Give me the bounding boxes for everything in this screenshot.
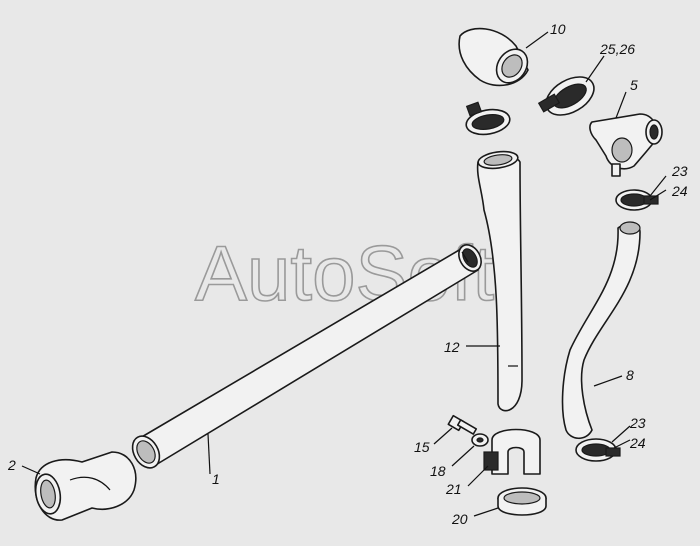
part-10-elbow <box>458 27 529 87</box>
part-21-bracket <box>483 428 541 475</box>
part-1-long-pipe <box>131 244 482 469</box>
callout-1: 1 <box>212 471 220 487</box>
callout-2: 2 <box>7 457 16 473</box>
part-5-tee-fitting <box>589 113 663 177</box>
part-18-washer <box>471 433 489 447</box>
leader-lines <box>21 31 667 517</box>
part-12-tube <box>476 150 523 412</box>
part-20-ring <box>497 487 547 516</box>
callout-23-lower: 23 <box>629 415 646 431</box>
callout-labels: 10 25,26 5 23 24 12 8 23 24 1 2 15 18 21… <box>7 21 688 527</box>
part-15-bolt <box>447 414 478 435</box>
callout-20: 20 <box>451 511 468 527</box>
clamp-upper <box>465 101 511 136</box>
callout-24-upper: 24 <box>671 183 688 199</box>
callout-10: 10 <box>550 21 566 37</box>
clamp-23-24-lower <box>575 438 621 462</box>
part-2-elbow <box>34 451 137 521</box>
callout-24-lower: 24 <box>629 435 646 451</box>
callout-12: 12 <box>444 339 460 355</box>
callout-23-upper: 23 <box>671 163 688 179</box>
callout-15: 15 <box>414 439 430 455</box>
part-25-26-clamp <box>537 76 595 116</box>
callout-8: 8 <box>626 367 634 383</box>
callout-5: 5 <box>630 77 638 93</box>
callout-18: 18 <box>430 463 446 479</box>
clamp-23-24-upper <box>615 189 659 211</box>
callout-21: 21 <box>445 481 462 497</box>
callout-25-26: 25,26 <box>599 41 635 57</box>
part-8-hose <box>561 221 641 440</box>
